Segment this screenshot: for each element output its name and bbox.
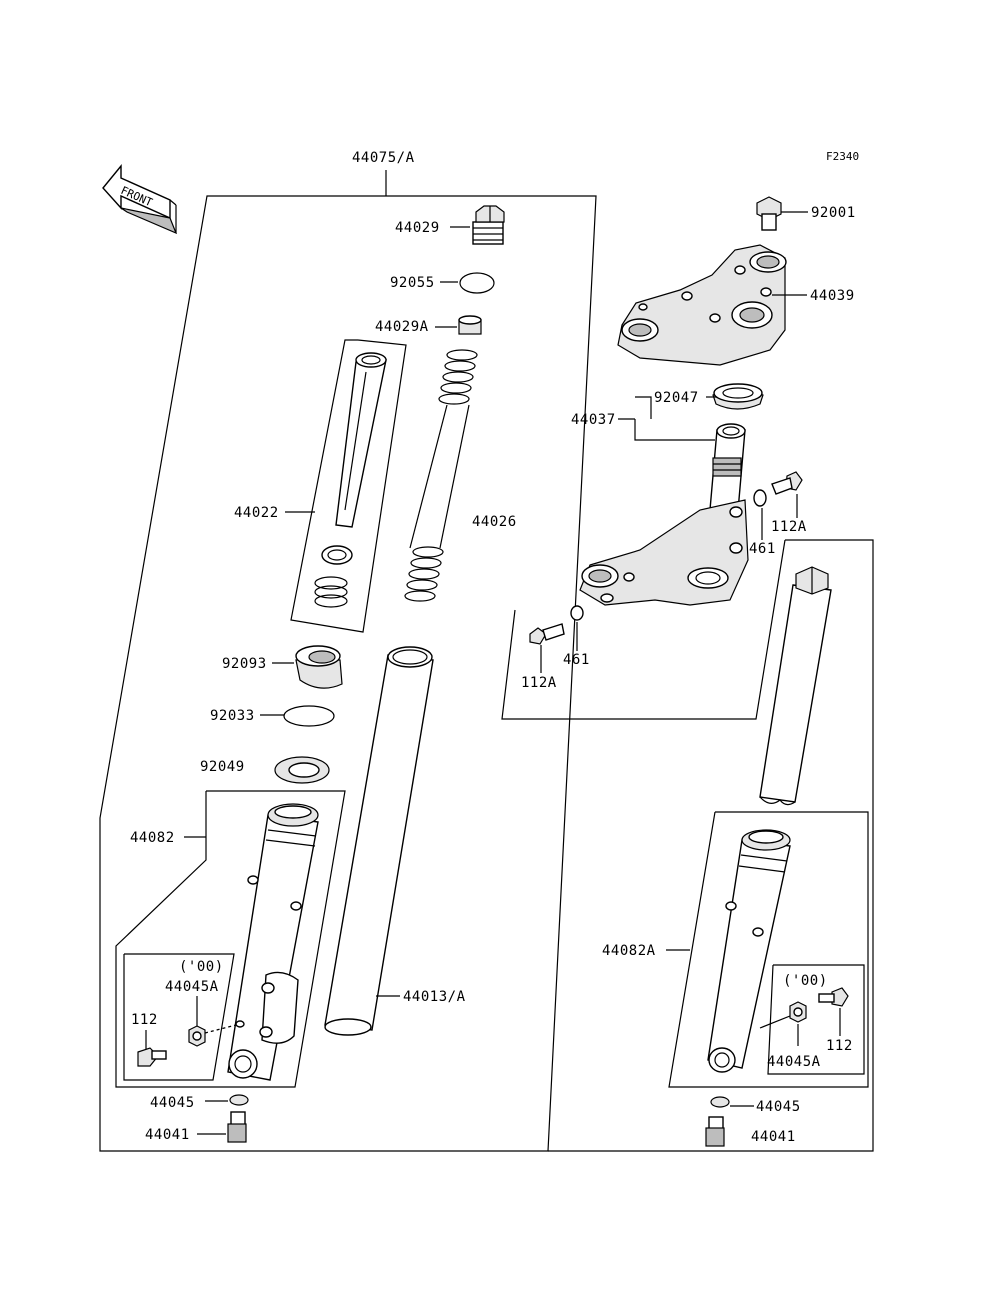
washer-461-bottom <box>570 605 584 621</box>
label-112a-bottom: 112A <box>521 675 557 691</box>
steering-stem-44037 <box>579 423 749 606</box>
diagram-code: F2340 <box>826 150 859 163</box>
label-44045a-left: 44045A <box>165 979 219 995</box>
gasket-44045-left <box>229 1094 249 1106</box>
bolt-44041-right <box>705 1116 725 1147</box>
label-112-left: 112 <box>131 1012 158 1028</box>
left-fork-assembly-outline <box>99 170 597 1152</box>
label-44075a: 44075/A <box>352 150 415 166</box>
label-44037: 44037 <box>571 412 616 428</box>
outer-tube-group-44082a <box>668 811 869 1088</box>
label-92001: 92001 <box>811 205 856 221</box>
label-112-right: 112 <box>826 1038 853 1054</box>
oil-seal-92049 <box>274 756 330 784</box>
left-outer-tube <box>227 803 319 1081</box>
bolt-112-right <box>818 987 849 1007</box>
bolt-44041-left <box>227 1111 247 1143</box>
dust-seal-92093 <box>295 645 343 689</box>
damper-rod-group-44022 <box>290 339 407 633</box>
right-inner-tube <box>759 566 832 806</box>
fork-cap-bolt-44029 <box>472 205 505 245</box>
label-461-bottom: 461 <box>563 652 590 668</box>
circlip-92033 <box>283 705 335 727</box>
label-44039: 44039 <box>810 288 855 304</box>
label-2000-left: ('00) <box>179 959 224 975</box>
washer-461-top <box>753 489 767 507</box>
label-44029a: 44029A <box>375 319 429 335</box>
label-44041-left: 44041 <box>145 1127 190 1143</box>
label-92093: 92093 <box>222 656 267 672</box>
outer-tube-group-44082 <box>115 790 346 1088</box>
o-ring-92055 <box>459 272 495 294</box>
spacer-44029a <box>458 315 482 335</box>
label-44045a-right: 44045A <box>767 1054 821 1070</box>
label-112a-top: 112A <box>771 519 807 535</box>
bolt-112-left <box>137 1047 167 1067</box>
front-arrow-icon: FRONT <box>102 164 178 235</box>
label-92055: 92055 <box>390 275 435 291</box>
bolt-112a-top <box>771 471 803 495</box>
outer-tube-2000-inset-right <box>767 964 865 1075</box>
right-fork-assembly-outline <box>548 539 874 1152</box>
label-44013a: 44013/A <box>403 989 466 1005</box>
label-44045-left: 44045 <box>150 1095 195 1111</box>
bolt-112a-bottom <box>529 623 565 645</box>
label-44082a: 44082A <box>602 943 656 959</box>
label-44029: 44029 <box>395 220 440 236</box>
seal-92047 <box>712 383 764 410</box>
label-44022: 44022 <box>234 505 279 521</box>
label-92033: 92033 <box>210 708 255 724</box>
steering-group-outline <box>501 539 786 720</box>
washer-44045a-right <box>789 1001 807 1023</box>
gasket-44045-right <box>710 1096 730 1108</box>
label-2000-right: ('00) <box>783 973 828 989</box>
upper-bracket-44039 <box>617 244 787 366</box>
label-44041-right: 44041 <box>751 1129 796 1145</box>
label-44045-right: 44045 <box>756 1099 801 1115</box>
label-92049: 92049 <box>200 759 245 775</box>
label-92047: 92047 <box>654 390 699 406</box>
label-44082: 44082 <box>130 830 175 846</box>
inner-tube-44013a <box>324 646 434 1036</box>
fork-spring-44026 <box>404 349 478 602</box>
label-44026: 44026 <box>472 514 517 530</box>
stem-nut-92001 <box>756 196 782 231</box>
label-461-top: 461 <box>749 541 776 557</box>
outer-tube-2000-inset-left <box>123 953 235 1081</box>
washer-44045a-left <box>188 1025 206 1047</box>
right-outer-tube <box>707 829 791 1073</box>
